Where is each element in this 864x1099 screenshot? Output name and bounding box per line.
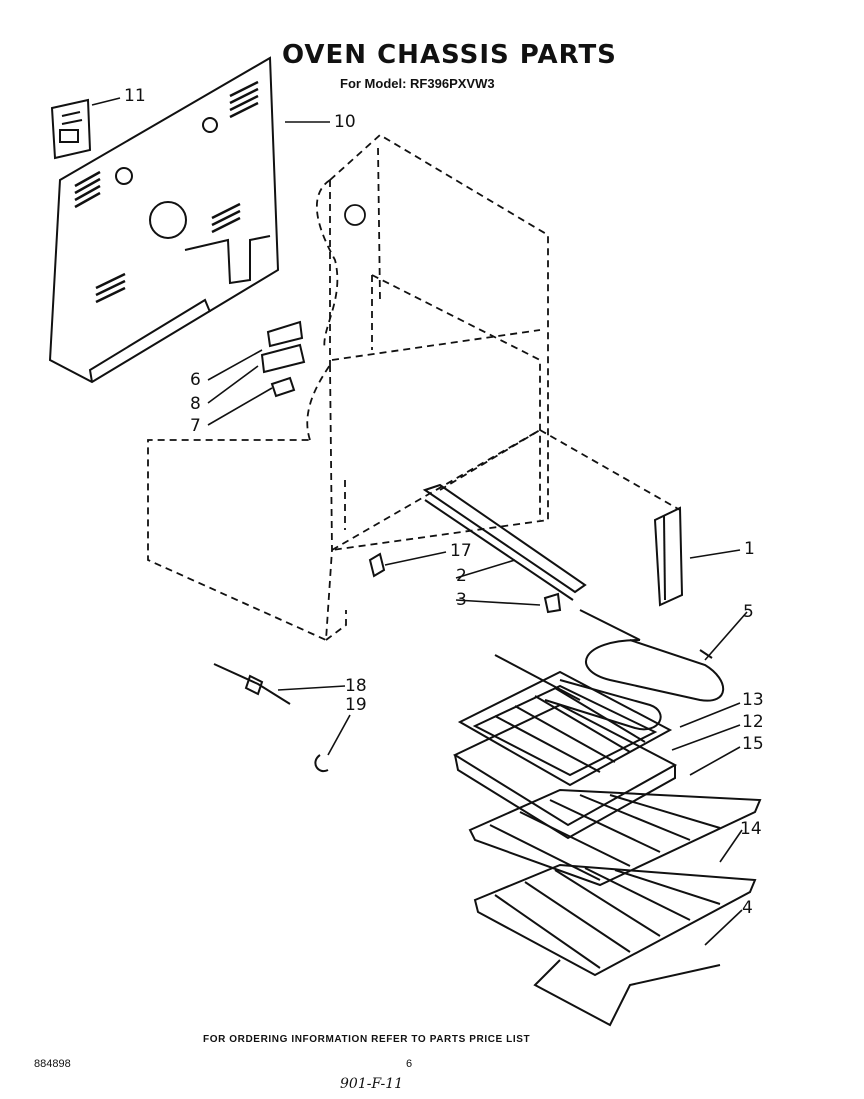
callout-18: 18 [345,676,367,696]
callout-4: 4 [742,898,753,918]
callout-13: 13 [742,690,764,710]
callout-2: 2 [456,566,467,586]
part-rail-2 [422,483,587,601]
part-side-bracket-1 [653,506,684,607]
part-rear-panel-10 [48,56,280,384]
part-bracket-11 [50,98,92,160]
callout-14: 14 [740,819,762,839]
document-number: 884898 [34,1058,71,1070]
part-oven-rack-14 [468,788,762,887]
part-broiler-pan-15 [452,703,678,840]
callout-15: 15 [742,734,764,754]
callout-leader-lines [91,97,748,946]
callout-5: 5 [743,602,754,622]
callout-7: 7 [190,416,201,436]
callout-11: 11 [124,86,146,106]
part-switch-6-8-7 [260,320,306,398]
ordering-note: FOR ORDERING INFORMATION REFER TO PARTS … [203,1034,531,1045]
oven-cabinet-outline [147,133,681,642]
page-title: OVEN CHASSIS PARTS [282,40,617,70]
callout-12: 12 [742,712,764,732]
callout-3: 3 [456,590,467,610]
callout-1: 1 [744,539,755,559]
handwritten-note: 901-F-11 [340,1076,404,1092]
callout-17: 17 [450,541,472,561]
part-oven-rack-4 [473,863,757,1027]
part-clip-19 [314,754,329,773]
callout-8: 8 [190,394,201,414]
part-sensor-18 [213,663,291,705]
callout-10: 10 [334,112,356,132]
callout-19: 19 [345,695,367,715]
part-broiler-grid-12 [457,670,673,787]
callout-6: 6 [190,370,201,390]
model-subtitle: For Model: RF396PXVW3 [340,76,495,91]
page-number: 6 [406,1058,413,1070]
part-insulator-17 [368,552,386,578]
part-clip-3 [543,592,562,614]
part-bake-element-5 [579,609,725,702]
part-broil-element-13 [494,654,662,731]
